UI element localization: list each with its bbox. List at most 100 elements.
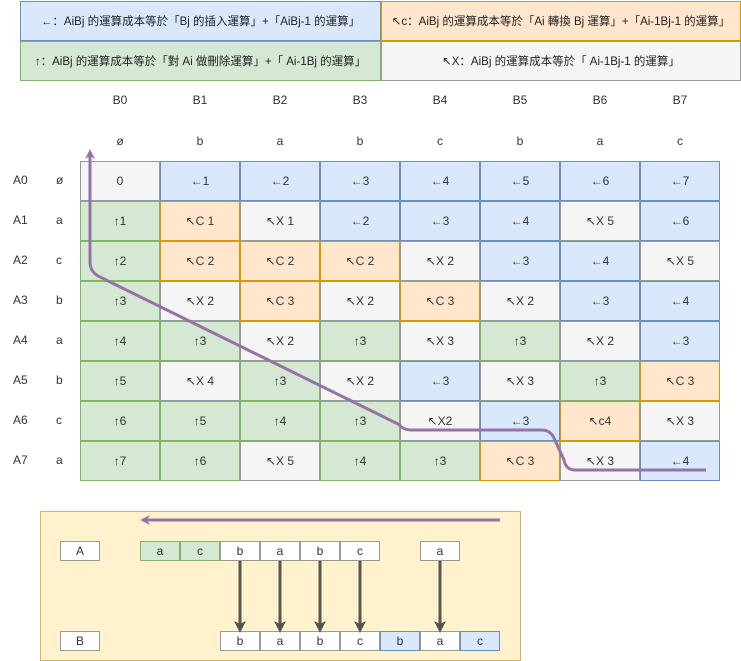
cell-r5-c1: ↖X 4 — [160, 361, 240, 401]
col-header-6: B6 — [592, 93, 608, 107]
row-header-0: A0 — [13, 173, 28, 187]
string-a-char-3: a — [260, 541, 300, 561]
cell-r4-c5: ↑3 — [480, 321, 560, 361]
col-header-7: B7 — [672, 93, 688, 107]
col-header-5: B5 — [512, 93, 528, 107]
row-char-5: b — [56, 373, 63, 387]
string-b-char-0: b — [220, 631, 260, 651]
cell-r4-c7: ←3 — [640, 321, 720, 361]
cell-r0-c2: ←2 — [240, 161, 320, 201]
cell-r6-c7: ↖X 3 — [640, 401, 720, 441]
string-b-char-5: a — [420, 631, 460, 651]
cell-r3-c0: ↑3 — [80, 281, 160, 321]
col-header-4: B4 — [432, 93, 448, 107]
legend-insert: ←：AiBj 的運算成本等於「Bj 的插入運算」+「AiBj-1 的運算」 — [20, 1, 381, 41]
cell-r6-c6: ↖c4 — [560, 401, 640, 441]
cell-r2-c5: ←3 — [480, 241, 560, 281]
row-char-6: c — [56, 413, 62, 427]
col-char-3: b — [356, 134, 364, 148]
col-header-2: B2 — [272, 93, 288, 107]
string-b-char-2: b — [300, 631, 340, 651]
cell-r4-c6: ↖X 2 — [560, 321, 640, 361]
cell-r2-c0: ↑2 — [80, 241, 160, 281]
cell-r0-c3: ←3 — [320, 161, 400, 201]
col-char-7: c — [677, 134, 683, 148]
cell-r0-c4: ←4 — [400, 161, 480, 201]
row-header-5: A5 — [13, 373, 28, 387]
cell-r5-c7: ↖C 3 — [640, 361, 720, 401]
string-a-char-5: c — [340, 541, 380, 561]
cell-r5-c0: ↑5 — [80, 361, 160, 401]
cell-r0-c5: ←5 — [480, 161, 560, 201]
cell-r3-c3: ↖X 2 — [320, 281, 400, 321]
cell-r4-c2: ↖X 2 — [240, 321, 320, 361]
cell-r2-c4: ↖X 2 — [400, 241, 480, 281]
cell-r6-c0: ↑6 — [80, 401, 160, 441]
cell-r1-c1: ↖C 1 — [160, 201, 240, 241]
cell-r0-c0: 0 — [80, 161, 160, 201]
cell-r1-c0: ↑1 — [80, 201, 160, 241]
cell-r3-c7: ←4 — [640, 281, 720, 321]
row-header-6: A6 — [13, 413, 28, 427]
col-char-0: ø — [116, 134, 124, 148]
cell-r5-c3: ↖X 2 — [320, 361, 400, 401]
cell-r1-c7: ←6 — [640, 201, 720, 241]
cell-r0-c1: ←1 — [160, 161, 240, 201]
cell-r4-c1: ↑3 — [160, 321, 240, 361]
cell-r3-c5: ↖X 2 — [480, 281, 560, 321]
cell-r7-c7: ←4 — [640, 441, 720, 481]
cell-r1-c2: ↖X 1 — [240, 201, 320, 241]
string-a-label: A — [60, 541, 100, 561]
legend-match: ↖X：AiBj 的運算成本等於「 Ai-1Bj-1 的運算」 — [381, 41, 741, 81]
row-header-1: A1 — [13, 213, 28, 227]
cell-r3-c2: ↖C 3 — [240, 281, 320, 321]
cell-r4-c0: ↑4 — [80, 321, 160, 361]
row-char-0: ø — [56, 173, 64, 187]
row-header-4: A4 — [13, 333, 28, 347]
string-b-char-1: a — [260, 631, 300, 651]
cell-r7-c4: ↑3 — [400, 441, 480, 481]
cell-r7-c2: ↖X 5 — [240, 441, 320, 481]
cell-r6-c3: ↑3 — [320, 401, 400, 441]
cell-r1-c4: ←3 — [400, 201, 480, 241]
cell-r0-c7: ←7 — [640, 161, 720, 201]
cell-r3-c4: ↖C 3 — [400, 281, 480, 321]
col-char-1: b — [196, 134, 204, 148]
string-a-char-1: c — [180, 541, 220, 561]
cell-r7-c0: ↑7 — [80, 441, 160, 481]
cell-r3-c1: ↖X 2 — [160, 281, 240, 321]
cell-r4-c4: ↖X 3 — [400, 321, 480, 361]
string-b-char-6: c — [460, 631, 500, 651]
cell-r5-c2: ↑3 — [240, 361, 320, 401]
row-header-3: A3 — [13, 293, 28, 307]
string-b-char-4: b — [380, 631, 420, 651]
cell-r7-c1: ↑6 — [160, 441, 240, 481]
cell-r6-c5: ←3 — [480, 401, 560, 441]
row-char-7: a — [56, 453, 63, 467]
string-a-char-2: b — [220, 541, 260, 561]
string-a-char-4: b — [300, 541, 340, 561]
string-a-char-7: a — [420, 541, 460, 561]
row-char-1: a — [56, 213, 63, 227]
col-header-0: B0 — [112, 93, 128, 107]
row-char-3: b — [56, 293, 63, 307]
row-char-4: a — [56, 333, 63, 347]
row-header-2: A2 — [13, 253, 28, 267]
cell-r7-c6: ↖X 3 — [560, 441, 640, 481]
cell-r2-c6: ←4 — [560, 241, 640, 281]
cell-r5-c4: ←3 — [400, 361, 480, 401]
cell-r1-c3: ←2 — [320, 201, 400, 241]
cell-r6-c1: ↑5 — [160, 401, 240, 441]
cell-r1-c5: ←4 — [480, 201, 560, 241]
cell-r2-c7: ↖X 5 — [640, 241, 720, 281]
cell-r5-c6: ↑3 — [560, 361, 640, 401]
col-char-2: a — [276, 134, 284, 148]
cell-r2-c1: ↖C 2 — [160, 241, 240, 281]
cell-r0-c6: ←6 — [560, 161, 640, 201]
col-header-1: B1 — [192, 93, 208, 107]
col-header-3: B3 — [352, 93, 368, 107]
string-b-label: B — [60, 631, 100, 651]
cell-r7-c3: ↑4 — [320, 441, 400, 481]
cell-r7-c5: ↖C 3 — [480, 441, 560, 481]
string-b-char-3: c — [340, 631, 380, 651]
